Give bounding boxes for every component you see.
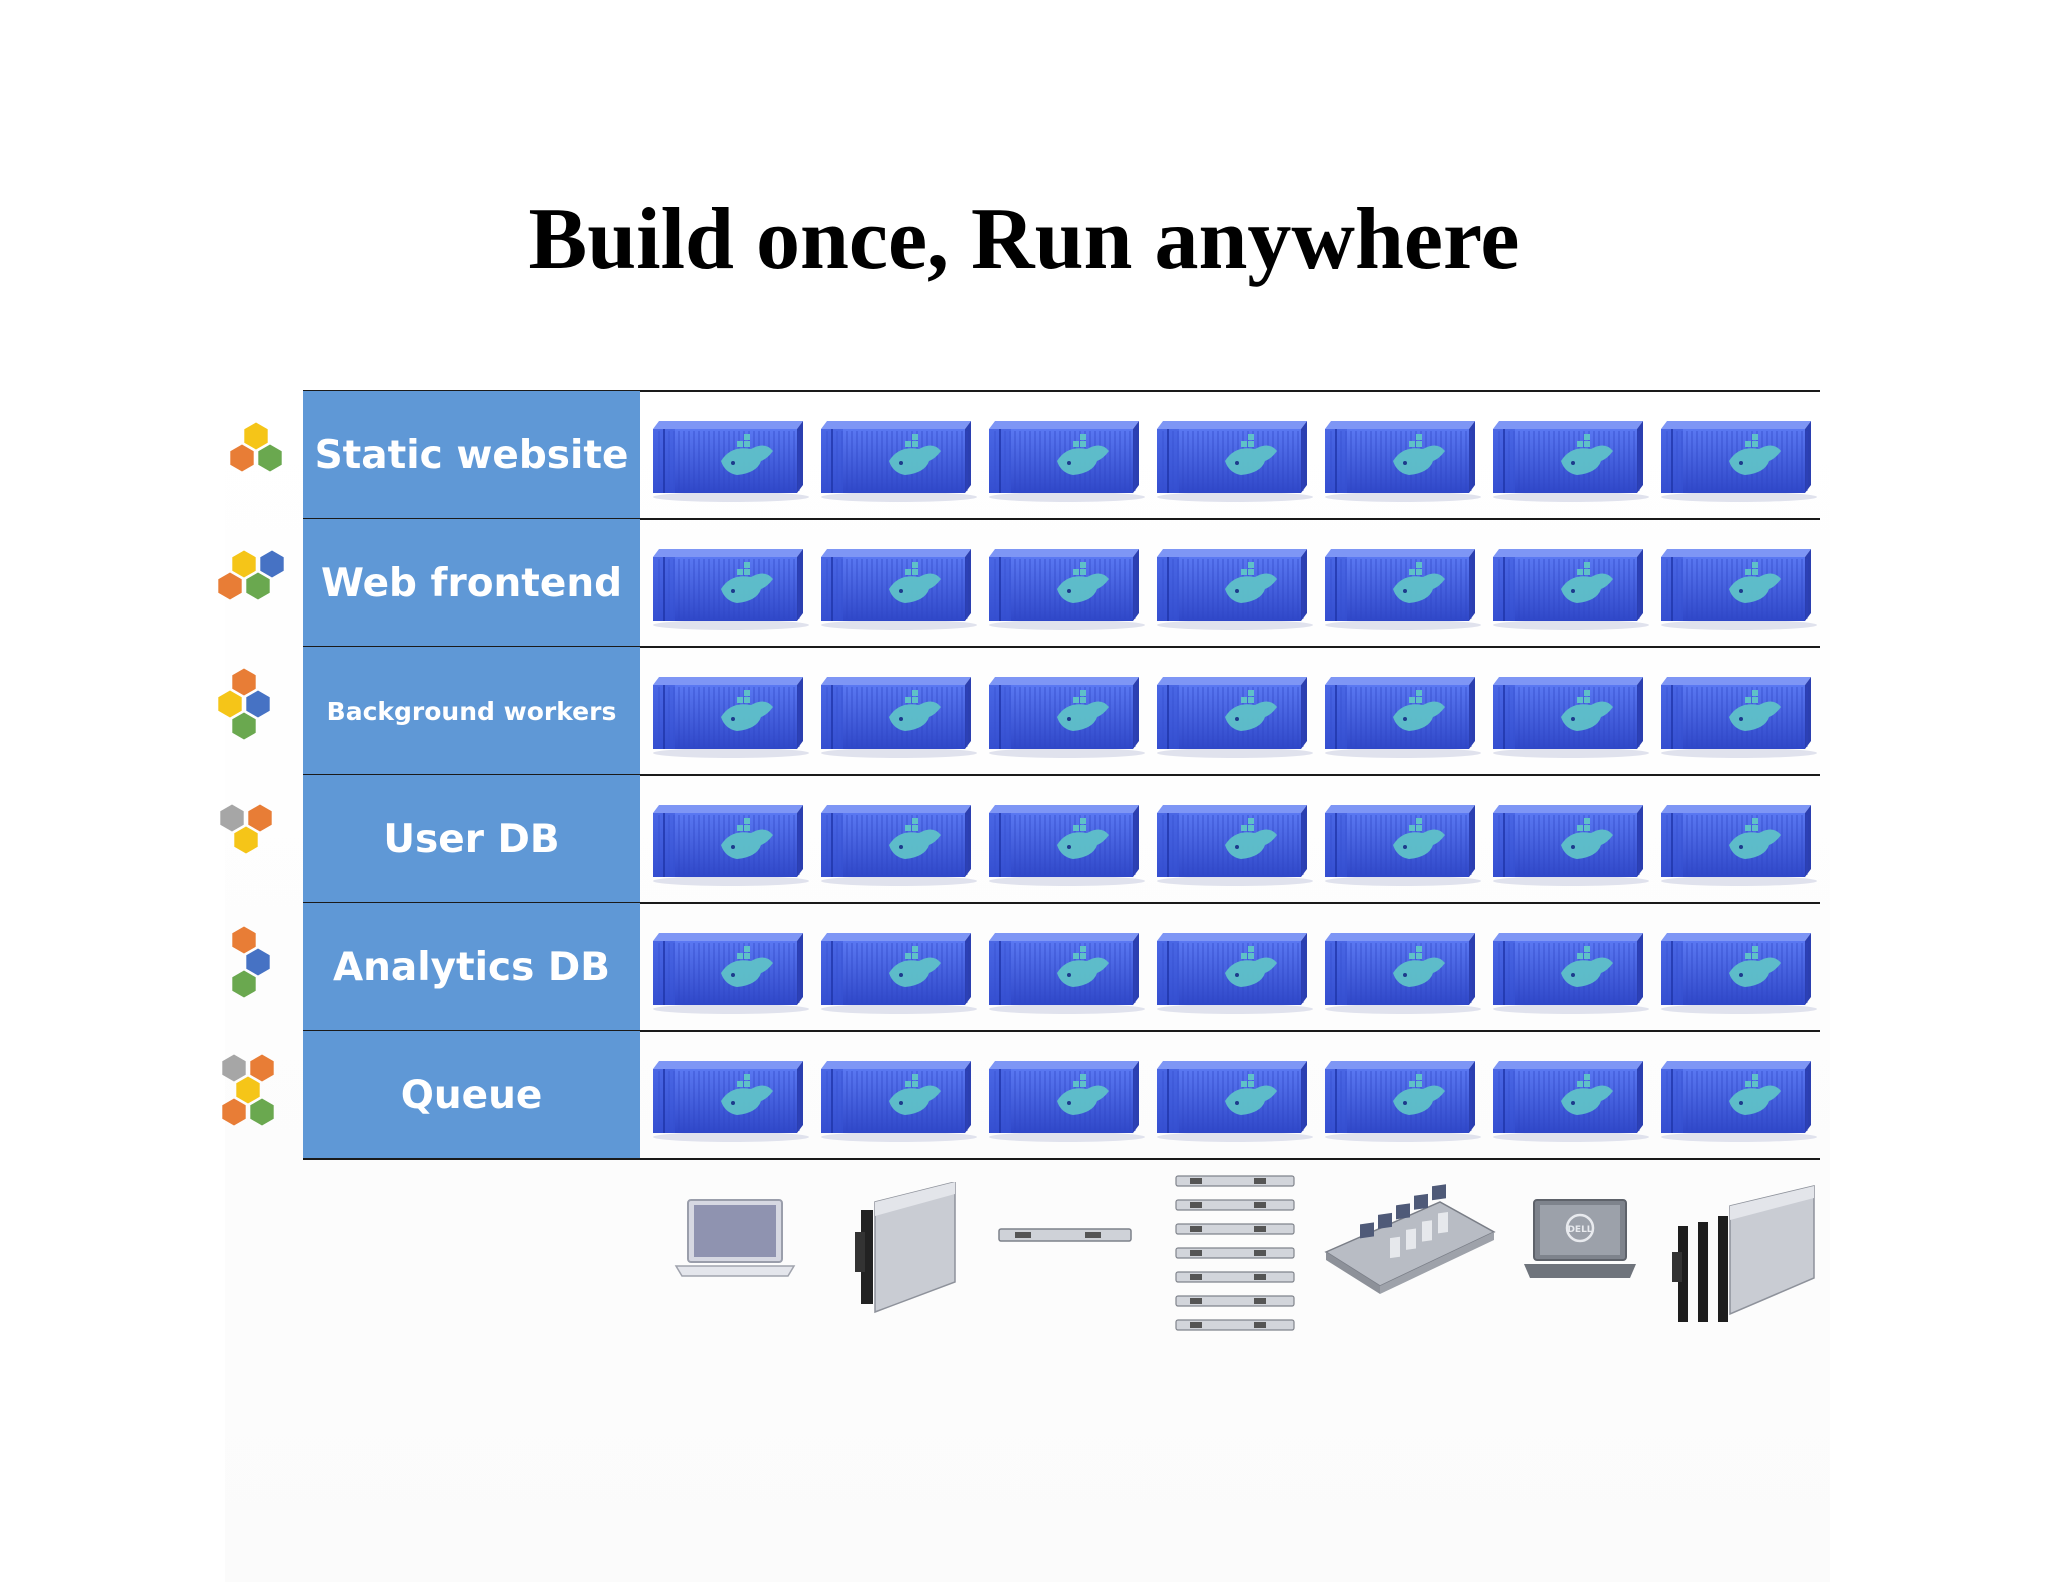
app-row: Web frontend: [303, 519, 1820, 647]
app-row: Static website: [303, 391, 1820, 519]
docker-container-icon: [987, 417, 1145, 503]
app-hardware-matrix: Static website: [303, 390, 1820, 1160]
app-label: Queue: [303, 1031, 640, 1159]
docker-container-icon: [651, 1057, 809, 1143]
docker-container-icon: [1155, 801, 1313, 887]
docker-container-icon: [1659, 1057, 1817, 1143]
page-title: Build once, Run anywhere: [528, 191, 1520, 288]
row-divider: [303, 1030, 1820, 1032]
app-stack-icon: [232, 926, 270, 998]
docker-container-icon: [987, 545, 1145, 631]
docker-container-icon: [819, 545, 977, 631]
docker-container-icon: [651, 545, 809, 631]
docker-container-icon: [1491, 417, 1649, 503]
app-label: Web frontend: [303, 519, 640, 647]
docker-container-icon: [1659, 545, 1817, 631]
docker-container-icon: [1491, 929, 1649, 1015]
app-stack-icon: [222, 1054, 274, 1126]
app-row: Background workers: [303, 647, 1820, 775]
row-divider: [303, 390, 1820, 392]
docker-container-icon: [1155, 1057, 1313, 1143]
app-stack-icon: [218, 668, 270, 740]
motherboard-icon: [1320, 1182, 1500, 1306]
docker-container-icon: [1491, 1057, 1649, 1143]
row-divider: [303, 646, 1820, 648]
app-row: Analytics DB: [303, 903, 1820, 1031]
docker-container-icon: [1491, 673, 1649, 759]
docker-container-icon: [1155, 673, 1313, 759]
docker-container-icon: [987, 673, 1145, 759]
docker-container-icon: [1659, 673, 1817, 759]
container-group: [651, 1043, 1817, 1153]
row-divider: [303, 774, 1820, 776]
docker-container-icon: [1323, 801, 1481, 887]
docker-container-icon: [1155, 545, 1313, 631]
docker-container-icon: [819, 417, 977, 503]
docker-container-icon: [819, 801, 977, 887]
app-stack-icon: [230, 422, 282, 472]
docker-container-icon: [987, 1057, 1145, 1143]
container-group: [651, 403, 1817, 513]
dell-laptop-icon: DELL: [1520, 1192, 1640, 1296]
docker-container-icon: [651, 801, 809, 887]
app-icons-column: [218, 422, 284, 1126]
app-label: Background workers: [303, 647, 640, 775]
docker-container-icon: [1323, 929, 1481, 1015]
docker-container-icon: [1155, 417, 1313, 503]
docker-container-icon: [819, 1057, 977, 1143]
app-label: User DB: [303, 775, 640, 903]
docker-container-icon: [987, 929, 1145, 1015]
server-stack-icon: [1170, 1172, 1300, 1346]
docker-container-icon: [651, 929, 809, 1015]
app-stack-icon: [218, 550, 284, 600]
docker-container-icon: [1659, 929, 1817, 1015]
row-divider: [303, 1158, 1820, 1160]
row-divider: [303, 518, 1820, 520]
docker-container-icon: [1491, 545, 1649, 631]
svg-text:DELL: DELL: [1567, 1225, 1592, 1235]
laptop-icon: [670, 1190, 800, 1294]
hardware-row: DELL: [640, 1170, 1830, 1360]
container-group: [651, 659, 1817, 769]
docker-container-icon: [819, 673, 977, 759]
docker-container-icon: [1323, 673, 1481, 759]
docker-container-icon: [819, 929, 977, 1015]
docker-container-icon: [1659, 417, 1817, 503]
app-stack-icon: [220, 804, 272, 854]
docker-container-icon: [1659, 801, 1817, 887]
app-label: Analytics DB: [303, 903, 640, 1031]
docker-container-icon: [1323, 545, 1481, 631]
blade-cluster-icon: [1670, 1182, 1820, 1336]
rack-server-icon: [995, 1205, 1135, 1269]
row-divider: [303, 902, 1820, 904]
docker-container-icon: [1323, 1057, 1481, 1143]
app-row: User DB: [303, 775, 1820, 903]
docker-container-icon: [651, 673, 809, 759]
docker-container-icon: [987, 801, 1145, 887]
app-label: Static website: [303, 391, 640, 519]
container-group: [651, 787, 1817, 897]
app-row: Queue: [303, 1031, 1820, 1159]
container-group: [651, 531, 1817, 641]
blade-server-icon: [845, 1181, 965, 1326]
docker-container-icon: [1155, 929, 1313, 1015]
docker-container-icon: [651, 417, 809, 503]
docker-container-icon: [1323, 417, 1481, 503]
container-group: [651, 915, 1817, 1025]
docker-container-icon: [1491, 801, 1649, 887]
